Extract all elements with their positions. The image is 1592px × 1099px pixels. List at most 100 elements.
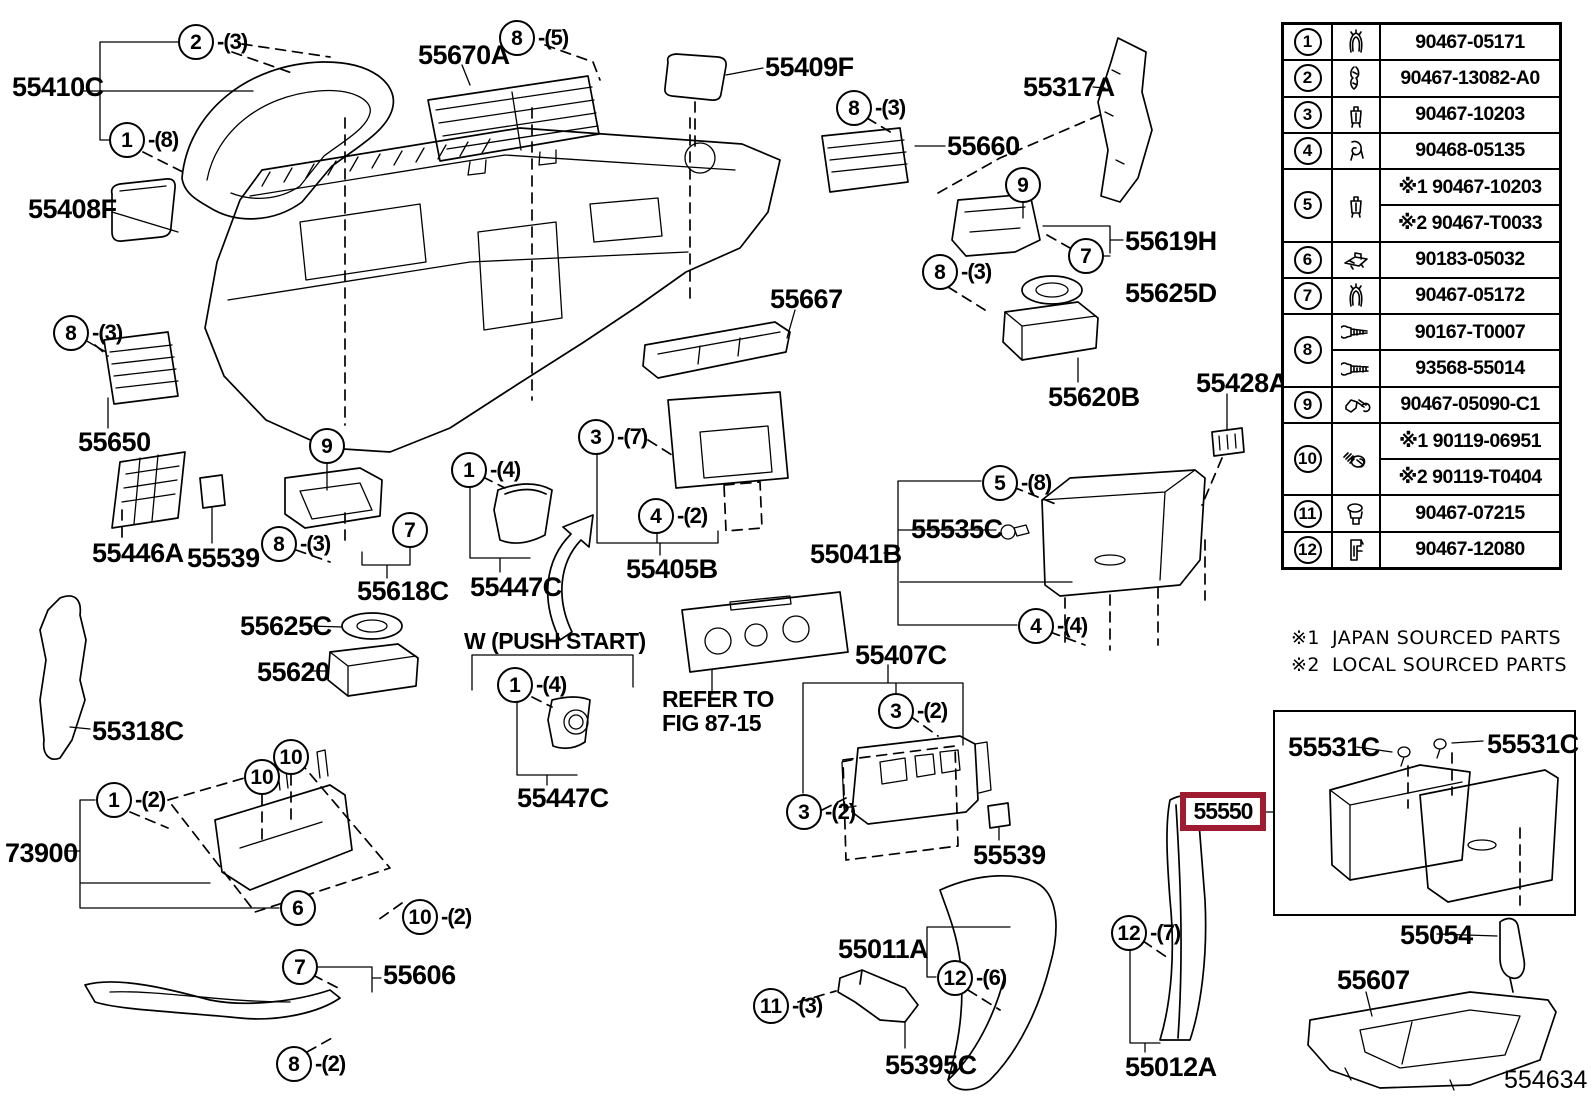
- part-55447c-upper: [493, 483, 553, 544]
- part-55620: [327, 643, 419, 697]
- part-number-cell: 90467-05090-C1: [1380, 386, 1560, 423]
- part-label: 55535C: [911, 514, 1003, 544]
- clip-icon: [1332, 60, 1380, 97]
- part-number-cell: 90468-05135: [1380, 132, 1560, 170]
- part-55409f: [664, 53, 727, 101]
- part-number-cell: 90167-T0007: [1380, 314, 1560, 351]
- callout: 9: [1005, 167, 1044, 203]
- table-row-num: 1: [1283, 24, 1332, 61]
- part-55539-lower: [987, 802, 1011, 829]
- table-row-num: 9: [1283, 386, 1332, 423]
- part-55407c: [841, 735, 992, 861]
- clip-icon: [1332, 96, 1380, 133]
- part-55620b: [1002, 301, 1099, 361]
- part-label: 55660: [947, 131, 1020, 161]
- part-label: 55054: [1400, 920, 1473, 950]
- clip-icon: [1332, 24, 1380, 61]
- part-label: 55620: [257, 657, 330, 687]
- clip-icon: [1332, 531, 1380, 568]
- part-label: 55446A: [92, 538, 184, 568]
- part-number-cell: 90467-12080: [1380, 531, 1560, 568]
- callout: 7: [282, 949, 321, 985]
- callout: 4-(4): [1018, 608, 1088, 644]
- callout: 8-(3): [922, 254, 992, 290]
- callout: 1-(4): [497, 667, 567, 703]
- part-55670a: [427, 75, 600, 176]
- callout: 1-(2): [96, 782, 166, 818]
- part-55446a: [111, 451, 186, 529]
- part-label: 55619H: [1125, 226, 1217, 256]
- part-number-cell: 90467-07215: [1380, 495, 1560, 532]
- spring-nut-icon: [1332, 241, 1380, 278]
- callout: 12-(6): [937, 960, 1007, 996]
- clip-icon: [1332, 132, 1380, 170]
- callout: 1-(4): [451, 452, 521, 488]
- part-55607: [1307, 991, 1557, 1091]
- part-label: 55670A: [418, 40, 510, 70]
- table-row-num: 11: [1283, 495, 1332, 532]
- rivet-icon: [1332, 495, 1380, 532]
- callout: 7: [1068, 238, 1107, 274]
- callout: 8-(3): [836, 90, 906, 126]
- screw-washer-icon: [1332, 422, 1380, 496]
- table-row-num: 5: [1283, 169, 1332, 242]
- part-55535c-bulb: [1000, 524, 1030, 540]
- refer-note-line2: FIG 87-15: [662, 710, 762, 736]
- callout: 8-(3): [261, 526, 331, 562]
- arrow: [546, 514, 594, 641]
- part-label: 55317A: [1023, 72, 1115, 102]
- callout: 3-(7): [578, 419, 648, 455]
- part-label: 55607: [1337, 965, 1410, 995]
- push-start-note: W (PUSH START): [464, 628, 646, 654]
- callout: 8-(5): [499, 20, 569, 56]
- part-cluster-hood: [181, 61, 395, 220]
- part-number-cell: 90467-10203: [1380, 96, 1560, 133]
- part-55054: [1499, 917, 1526, 993]
- part-climate-panel: [681, 591, 849, 695]
- part-label: 55447C: [517, 783, 609, 813]
- part-55318c: [39, 595, 87, 760]
- part-label: 55650: [78, 427, 151, 457]
- note-japan-sourced: ※1 JAPAN SOURCED PARTS: [1291, 627, 1562, 649]
- part-label: 55606: [383, 960, 456, 990]
- note-mark: ※2: [1291, 654, 1321, 676]
- part-55408f: [110, 178, 176, 242]
- part-label: 55012A: [1125, 1052, 1217, 1082]
- callout: 10: [273, 739, 312, 775]
- part-number-cell: ※1 90467-10203: [1380, 169, 1560, 206]
- part-label: 55620B: [1048, 382, 1140, 412]
- part-55660: [821, 127, 909, 193]
- part-55041b: [1041, 469, 1206, 651]
- part-label: 55041B: [810, 539, 902, 569]
- part-label: 55539: [973, 840, 1046, 870]
- part-number-cell: 90467-13082-A0: [1380, 60, 1560, 97]
- part-55667: [642, 321, 791, 379]
- screw-icon: [1332, 350, 1380, 387]
- callout: 8-(3): [53, 315, 123, 351]
- part-number-cell: 90467-05172: [1380, 277, 1560, 315]
- callout: 7: [392, 512, 431, 548]
- screw-icon: [1332, 314, 1380, 351]
- part-55625c: [341, 612, 403, 640]
- fastener-table: 1 90467-05171 2 90467-13082-A0 3 90467-1…: [1281, 22, 1562, 570]
- part-label: 55405B: [626, 554, 718, 584]
- inset-glovebox: [1329, 738, 1559, 906]
- part-label: 55618C: [357, 576, 449, 606]
- highlighted-part-55550: 55550: [1180, 792, 1266, 831]
- part-number-cell: ※2 90119-T0404: [1380, 459, 1560, 496]
- part-55618c: [284, 467, 383, 529]
- diagram-id: 554634: [1504, 1066, 1588, 1094]
- table-row-num: 10: [1283, 422, 1332, 496]
- part-label: 73900: [5, 838, 78, 868]
- bolt-icon: [1332, 386, 1380, 423]
- refer-note-line1: REFER TO: [662, 686, 774, 712]
- table-row-num: 4: [1283, 132, 1332, 170]
- callout: 6: [280, 890, 319, 926]
- part-number-cell: 90467-05171: [1380, 24, 1560, 61]
- clip-icon: [1332, 169, 1380, 242]
- table-row-num: 3: [1283, 96, 1332, 133]
- part-dashboard-body: [204, 107, 781, 453]
- callout: 3-(2): [878, 693, 948, 729]
